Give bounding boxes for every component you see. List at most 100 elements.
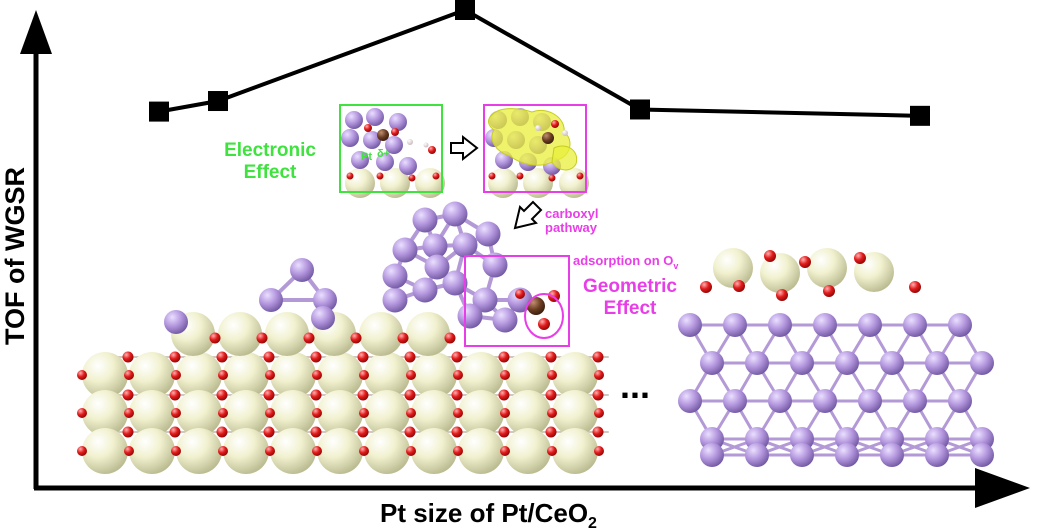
pt-atom <box>970 443 994 467</box>
o-atom <box>451 351 463 363</box>
o-atom <box>498 351 510 363</box>
electronic-effect-label: Electronic <box>224 140 316 161</box>
o-atom <box>700 281 712 293</box>
o-atom <box>733 280 745 292</box>
pt-atom <box>925 443 949 467</box>
o-atom <box>169 389 181 401</box>
o-atom <box>488 172 496 180</box>
ce-atom <box>505 352 551 398</box>
pt-atom <box>290 258 314 282</box>
pt-atom <box>442 201 468 227</box>
pt-atom <box>385 136 403 154</box>
ce-atom <box>411 352 457 398</box>
pt-atom <box>442 270 468 296</box>
adsorption-label-subscript: v <box>673 261 678 271</box>
pt-atom <box>482 252 508 278</box>
geometric-effect-label: Geometric <box>583 276 677 297</box>
o-atom <box>594 370 604 380</box>
pt-charge-label: δ+ <box>377 148 390 160</box>
o-atom <box>310 351 322 363</box>
o-atom <box>310 426 322 438</box>
data-point-marker <box>149 101 169 122</box>
o-atom <box>359 370 369 380</box>
ce-atom <box>380 168 410 198</box>
ce-atom <box>505 428 551 474</box>
pt-atom <box>382 287 408 313</box>
pt-atom <box>351 151 369 169</box>
pt-atom <box>363 131 381 149</box>
ce-atom <box>129 352 175 398</box>
ce-atom <box>458 390 504 436</box>
o-atom <box>408 174 416 182</box>
ce-atom <box>411 390 457 436</box>
pt-atom <box>813 313 837 337</box>
ce-atom <box>129 428 175 474</box>
o-atom <box>263 351 275 363</box>
pt-atom <box>492 307 518 333</box>
o-atom <box>263 389 275 401</box>
ce-atom <box>317 352 363 398</box>
o-atom <box>453 370 463 380</box>
pt-atom <box>678 389 702 413</box>
pt-atom <box>835 351 859 375</box>
vacancy-highlight-circle <box>524 293 564 339</box>
data-point-marker <box>910 105 930 126</box>
hollow-arrow-down-left-icon <box>513 200 543 230</box>
pt-atom <box>376 153 394 171</box>
o-atom <box>209 332 221 344</box>
ce-atom <box>552 352 598 398</box>
pt-atom <box>768 389 792 413</box>
o-atom <box>77 446 87 456</box>
pt-atom <box>341 129 359 147</box>
o-atom <box>547 446 557 456</box>
pt-label: Pt <box>361 151 372 163</box>
o-atom <box>77 408 87 418</box>
o-atom <box>122 426 134 438</box>
o-atom <box>397 332 409 344</box>
pt-atom <box>880 351 904 375</box>
o-atom <box>312 370 322 380</box>
o-atom <box>216 426 228 438</box>
ce-atom <box>364 428 410 474</box>
o-atom <box>171 408 181 418</box>
carboxyl-pathway-label: carboxyl <box>545 206 598 221</box>
h-atom <box>423 142 429 148</box>
ce-atom <box>406 312 450 356</box>
o-atom <box>357 389 369 401</box>
tof-series <box>149 0 930 126</box>
o-atom <box>764 250 776 262</box>
pt-atom <box>345 111 363 129</box>
o-atom <box>406 370 416 380</box>
ce-atom <box>317 428 363 474</box>
pt-atom <box>382 263 408 289</box>
o-atom <box>312 446 322 456</box>
o-atom <box>451 389 463 401</box>
electronic-effect-label-line2: Effect <box>244 162 297 183</box>
o-atom <box>451 426 463 438</box>
pt-atom <box>858 313 882 337</box>
o-atom <box>404 389 416 401</box>
carboxyl-pathway-label-line2: pathway <box>545 220 598 235</box>
adsorption-label: adsorption on Ov <box>573 253 678 271</box>
pt-atom <box>389 113 407 131</box>
pt-atom <box>925 351 949 375</box>
x-axis-label: Pt size of Pt/CeO2 <box>380 498 597 531</box>
pt-atom <box>311 306 335 330</box>
pt-atom <box>858 389 882 413</box>
o-atom <box>406 446 416 456</box>
pt-atom <box>768 313 792 337</box>
o-atom <box>428 146 436 154</box>
o-atom <box>265 446 275 456</box>
o-atom <box>124 408 134 418</box>
ce-atom <box>223 390 269 436</box>
o-atom <box>122 351 134 363</box>
data-point-marker <box>630 99 650 120</box>
o-atom <box>909 281 921 293</box>
ce-atom <box>345 168 375 198</box>
pt-atom <box>424 254 450 280</box>
c-atom <box>527 297 545 315</box>
ce-atom <box>488 168 518 198</box>
o-atom <box>350 332 362 344</box>
o-atom <box>346 172 354 180</box>
o-atom <box>218 370 228 380</box>
